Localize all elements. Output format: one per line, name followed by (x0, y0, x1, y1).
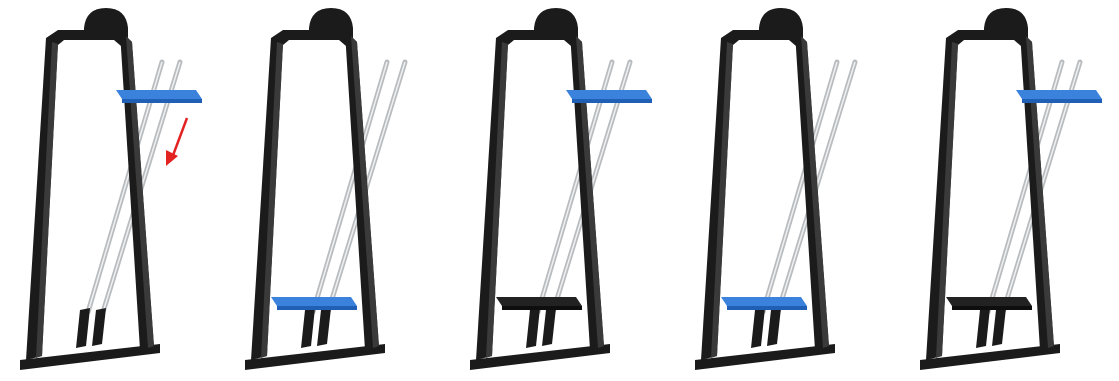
foot-strut-left (301, 308, 315, 348)
down-arrow-icon (166, 150, 178, 166)
foot-strut-left (751, 308, 765, 348)
frame-top (46, 30, 132, 52)
machine-panel-4 (695, 8, 855, 370)
machine-panel-5 (920, 8, 1102, 370)
frame-top (271, 30, 357, 52)
foot-strut-right (992, 308, 1006, 346)
bottom-plate-edge (952, 306, 1032, 310)
bottom-plate (946, 297, 1032, 306)
frame-top (721, 30, 807, 52)
foot-strut-left (526, 308, 540, 348)
foot-strut-left (976, 308, 990, 348)
bottom-plate-edge (277, 306, 357, 310)
bottom-plate (721, 297, 807, 306)
frame-top (946, 30, 1032, 52)
bottom-plate (496, 297, 582, 306)
top-plate (116, 90, 202, 99)
foot-strut-left (76, 308, 90, 348)
top-plate-edge (572, 99, 652, 103)
frame-top (496, 30, 582, 52)
top-plate-edge (1022, 99, 1102, 103)
foot-strut-right (92, 308, 106, 346)
foot-strut-right (317, 308, 331, 346)
down-arrow-shaft (172, 118, 187, 158)
foot-strut-right (767, 308, 781, 346)
top-plate (1016, 90, 1102, 99)
machine-panel-3 (470, 8, 652, 370)
machine-panel-1 (20, 8, 202, 370)
bottom-plate-edge (727, 306, 807, 310)
machine-panel-2 (245, 8, 405, 370)
bottom-plate (271, 297, 357, 306)
top-plate (566, 90, 652, 99)
foot-strut-right (542, 308, 556, 346)
top-plate-edge (122, 99, 202, 103)
bottom-plate-edge (502, 306, 582, 310)
